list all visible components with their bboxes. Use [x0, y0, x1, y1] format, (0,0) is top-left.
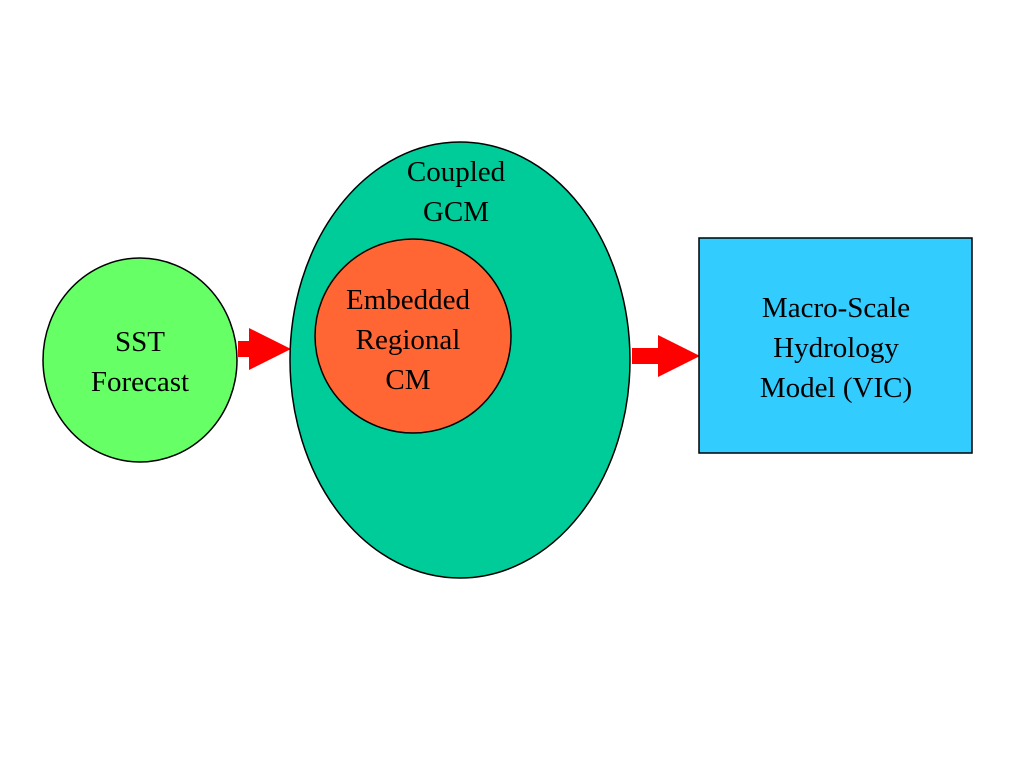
- vic-model-label-line-2: Hydrology: [773, 332, 899, 364]
- sst-forecast-label: SST Forecast: [40, 322, 240, 402]
- vic-model-label-line-3: Model (VIC): [759, 372, 913, 404]
- coupled-gcm-label: Coupled GCM: [356, 152, 556, 232]
- embedded-regional-cm-label-line-3: CM: [385, 364, 431, 396]
- vic-model-label-line-1: Macro-Scale: [761, 292, 911, 324]
- embedded-regional-cm-label-line-2: Regional: [355, 324, 461, 356]
- sst-forecast-node: [42, 257, 238, 463]
- arrow-sst-to-gcm: [238, 328, 291, 370]
- embedded-regional-cm-label-line-1: Embedded: [345, 284, 470, 316]
- sst-forecast-label-line-1: SST: [115, 326, 165, 358]
- vic-model-node: [698, 237, 973, 454]
- coupled-gcm-label-line-1: Coupled: [406, 156, 506, 188]
- sst-forecast-label-line-2: Forecast: [90, 366, 190, 398]
- embedded-regional-cm-node: [314, 238, 512, 434]
- embedded-regional-cm-label: Embedded Regional CM: [308, 280, 508, 400]
- arrow-gcm-to-vic: [632, 335, 700, 377]
- vic-model-label: Macro-Scale Hydrology Model (VIC): [720, 288, 952, 408]
- coupled-gcm-label-line-2: GCM: [422, 196, 490, 228]
